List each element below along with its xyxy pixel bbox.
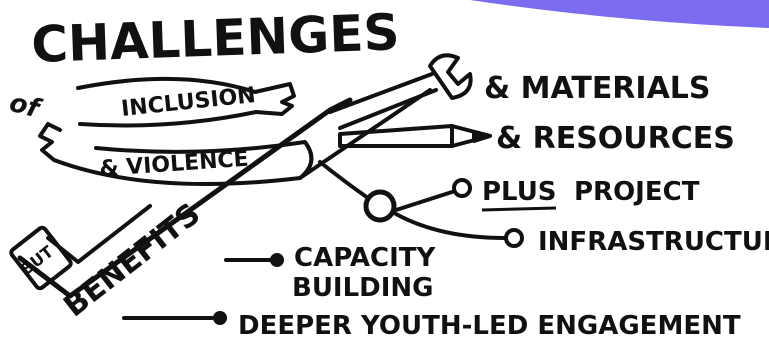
checkmark-branch — [17, 97, 353, 299]
inclusion-arm-drawing — [76, 76, 296, 128]
capacity-bullet — [270, 253, 284, 267]
project-label: PROJECT — [574, 177, 700, 207]
building-label: BUILDING — [292, 273, 434, 303]
plus-underline — [481, 206, 557, 212]
wrench-icon — [328, 53, 473, 130]
infrastructure-bullet — [504, 228, 524, 248]
of-label: of — [6, 88, 46, 125]
engagement-bullet — [213, 311, 227, 325]
pencil-icon — [338, 124, 492, 148]
but-box — [9, 225, 73, 291]
capacity-label: CAPACITY — [294, 243, 436, 273]
engagement-label: DEEPER YOUTH-LED ENGAGEMENT — [238, 311, 741, 341]
purple-corner-accent — [470, 0, 769, 28]
project-bullet — [452, 178, 472, 198]
title-challenges: CHALLENGES — [30, 3, 400, 74]
infrastructure-label: INFRASTRUCTURE — [538, 227, 769, 257]
plus-label: PLUS — [482, 177, 557, 207]
branch-to-project — [318, 160, 507, 240]
branch-node — [363, 189, 397, 223]
materials-label: & MATERIALS — [484, 71, 711, 106]
resources-label: & RESOURCES — [496, 121, 735, 156]
